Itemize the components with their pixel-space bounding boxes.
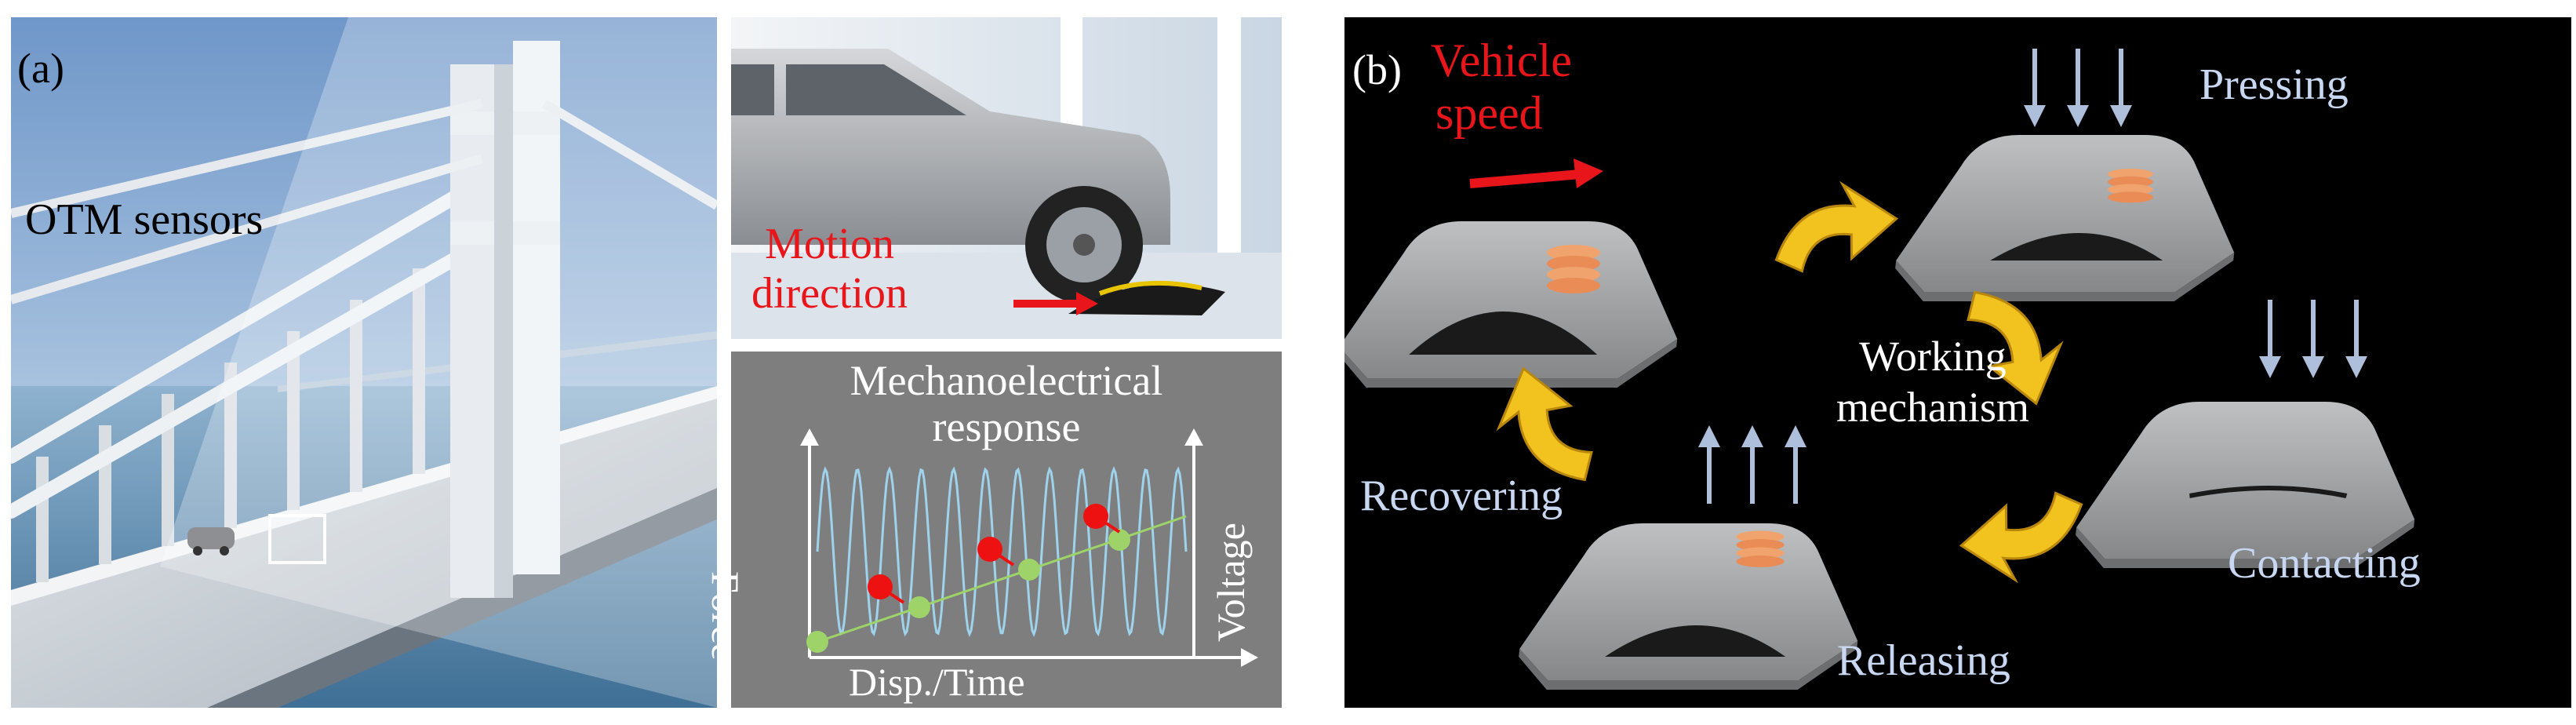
response-title-line2: response bbox=[932, 403, 1081, 451]
panel-a-bridge-scene: (a) OTM sensors bbox=[4, 17, 720, 708]
sensor-pad-icon bbox=[1891, 135, 2247, 301]
sensors-label: OTM sensors bbox=[25, 195, 264, 244]
stage-recovering: Recovering bbox=[1360, 472, 1563, 520]
spring-icon bbox=[2108, 169, 2153, 203]
red-marker bbox=[977, 537, 1002, 562]
panel-a-car-photo: Motion direction bbox=[731, 17, 1282, 339]
speed-label-line1: Vehicle bbox=[1431, 35, 1572, 86]
speed-arrow bbox=[1469, 169, 1581, 188]
y-right-label: Voltage bbox=[1209, 523, 1253, 642]
speed-label-line2: speed bbox=[1435, 87, 1543, 140]
curved-arrow-icon bbox=[1954, 487, 2094, 589]
panel-a-label: (a) bbox=[17, 45, 64, 92]
panel-b-mechanism: (b) Vehicle speed Working mechanism Pres… bbox=[1334, 17, 2571, 708]
x-label: Disp./Time bbox=[849, 660, 1025, 704]
panel-b-label: (b) bbox=[1352, 46, 1402, 93]
center-label-line1: Working bbox=[1859, 333, 2007, 380]
stage-releasing: Releasing bbox=[1837, 636, 2010, 685]
red-marker bbox=[868, 574, 893, 599]
stage-contacting: Contacting bbox=[2228, 539, 2421, 588]
panel-a-response-plot: Mechanoelectrical response Force Voltage… bbox=[704, 352, 1282, 708]
response-plot-svg bbox=[800, 428, 1258, 667]
green-marker bbox=[1018, 559, 1040, 581]
motion-label: Motion direction bbox=[751, 220, 908, 318]
spring-icon bbox=[1736, 530, 1785, 567]
motion-label-line2: direction bbox=[751, 268, 908, 318]
force-arrow-icon bbox=[1698, 425, 1806, 504]
stage-pressing: Pressing bbox=[2199, 60, 2349, 109]
y-left-label: Force bbox=[704, 571, 748, 661]
center-label: Working mechanism bbox=[1807, 331, 2058, 433]
curved-arrow-icon bbox=[1764, 175, 1904, 277]
green-marker bbox=[1108, 529, 1130, 551]
sensor-highlight-box bbox=[268, 514, 326, 564]
response-title: Mechanoelectrical response bbox=[731, 357, 1282, 451]
bridge-illustration bbox=[4, 17, 720, 708]
motion-label-line1: Motion bbox=[765, 220, 894, 268]
sensor-pad-icon bbox=[2072, 402, 2427, 568]
red-marker bbox=[1083, 504, 1108, 529]
response-title-line1: Mechanoelectrical bbox=[850, 357, 1163, 404]
sensor-pad-icon bbox=[1068, 283, 1225, 315]
green-marker bbox=[806, 631, 828, 653]
center-label-line2: mechanism bbox=[1836, 383, 2029, 431]
speed-label: Vehicle speed bbox=[1431, 35, 1572, 140]
spring-icon bbox=[1547, 245, 1600, 293]
green-marker bbox=[908, 596, 930, 618]
sensor-pad-icon bbox=[1515, 523, 1870, 690]
sensor-pad-icon bbox=[1334, 221, 1690, 388]
car-illustration bbox=[187, 527, 235, 556]
car-illustration bbox=[731, 49, 1170, 304]
